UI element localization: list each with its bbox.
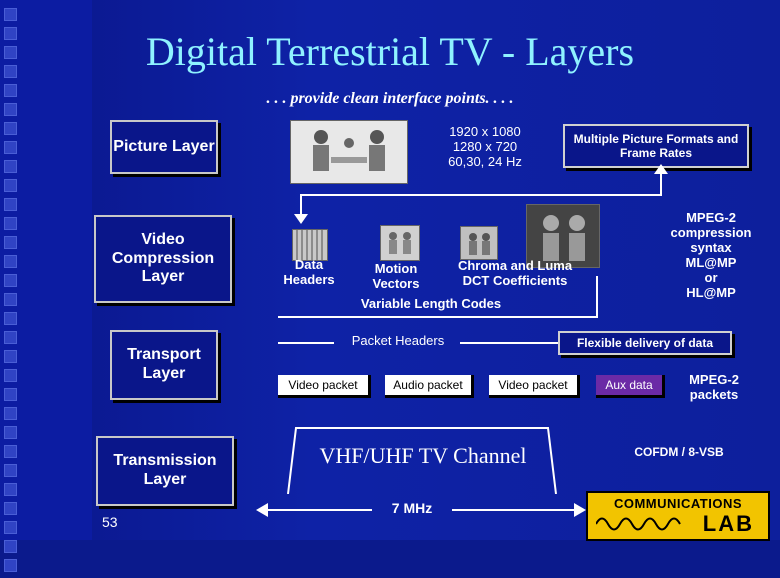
bullet-dots — [4, 8, 20, 578]
bandwidth-label: 7 MHz — [391, 500, 433, 516]
packet-headers-label: Packet Headers — [351, 333, 445, 348]
connector-line — [660, 170, 662, 196]
arrow-left-icon — [256, 503, 268, 517]
data-headers-label: Data Headers — [283, 257, 335, 287]
picture-layer-box: Picture Layer — [110, 120, 218, 174]
chroma-luma-image — [460, 226, 498, 260]
people-meeting-image — [290, 120, 408, 184]
connector-line — [300, 194, 660, 196]
video-packet-1: Video packet — [278, 375, 371, 398]
slide-subtitle: . . . provide clean interface points. . … — [266, 90, 514, 107]
arrow-right-icon — [574, 503, 586, 517]
bandwidth-line-left — [262, 509, 372, 511]
mpeg2-syntax-label: MPEG-2 compression syntax ML@MP or HL@MP — [670, 210, 752, 300]
aux-data-packet: Aux data — [596, 375, 665, 398]
flexible-delivery-box: Flexible delivery of data — [558, 331, 732, 355]
channel-spectrum-shape — [287, 427, 557, 494]
channel-label: VHF/UHF TV Channel — [319, 443, 527, 468]
dct-image — [526, 204, 600, 268]
wave-icon — [596, 517, 681, 531]
audio-packet: Audio packet — [385, 375, 474, 398]
page-number: 53 — [102, 514, 118, 530]
multiple-formats-box: Multiple Picture Formats and Frame Rates — [563, 124, 749, 168]
picture-formats-label: 1920 x 1080 1280 x 720 60,30, 24 Hz — [448, 124, 522, 169]
motion-vectors-label: Motion Vectors — [372, 261, 420, 291]
video-compression-layer-box: Video Compression Layer — [94, 215, 232, 303]
arrow-up-icon — [654, 164, 668, 174]
left-decoration-strip — [0, 0, 92, 572]
arrow-down-icon — [294, 214, 308, 224]
connector-line — [460, 342, 558, 344]
slide-title: Digital Terrestrial TV - Layers — [145, 29, 635, 74]
cofdm-label: COFDM / 8-VSB — [634, 445, 724, 459]
logo-bottom-text: LAB — [702, 511, 754, 536]
connector-line — [278, 316, 596, 318]
transmission-layer-box: Transmission Layer — [96, 436, 234, 506]
motion-vectors-image — [380, 225, 420, 261]
video-packet-2: Video packet — [489, 375, 580, 398]
transport-layer-box: Transport Layer — [110, 330, 218, 400]
vlc-label: Variable Length Codes — [360, 296, 502, 311]
connector-line — [300, 194, 302, 216]
bandwidth-line-right — [452, 509, 578, 511]
mpeg2-packets-label: MPEG-2 packets — [689, 372, 739, 402]
connector-line — [278, 342, 334, 344]
logo-top-text: COMMUNICATIONS — [613, 496, 743, 511]
chroma-luma-label: Chroma and Luma DCT Coefficients — [457, 258, 573, 288]
communications-lab-logo: COMMUNICATIONS LAB — [586, 491, 770, 541]
data-headers-image — [292, 229, 328, 261]
connector-line — [596, 276, 598, 318]
